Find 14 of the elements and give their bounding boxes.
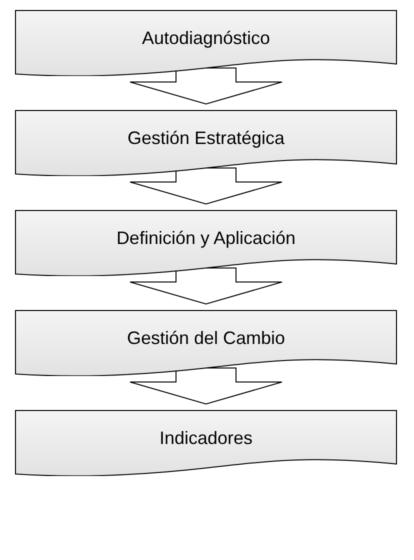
box-label: Gestión del Cambio bbox=[126, 327, 286, 350]
document-box bbox=[15, 310, 397, 376]
box-label: Autodiagnóstico bbox=[142, 27, 270, 50]
document-box bbox=[15, 210, 397, 276]
document-box bbox=[15, 10, 397, 76]
block-arrow bbox=[130, 368, 282, 405]
block-arrow bbox=[130, 168, 282, 205]
document-box bbox=[15, 410, 397, 476]
block-arrow bbox=[130, 68, 282, 105]
box-label: Gestión Estratégica bbox=[127, 127, 285, 150]
box-label: Indicadores bbox=[159, 427, 253, 450]
block-arrow bbox=[130, 268, 282, 305]
document-box bbox=[15, 110, 397, 176]
box-label: Definición y Aplicación bbox=[116, 227, 296, 250]
